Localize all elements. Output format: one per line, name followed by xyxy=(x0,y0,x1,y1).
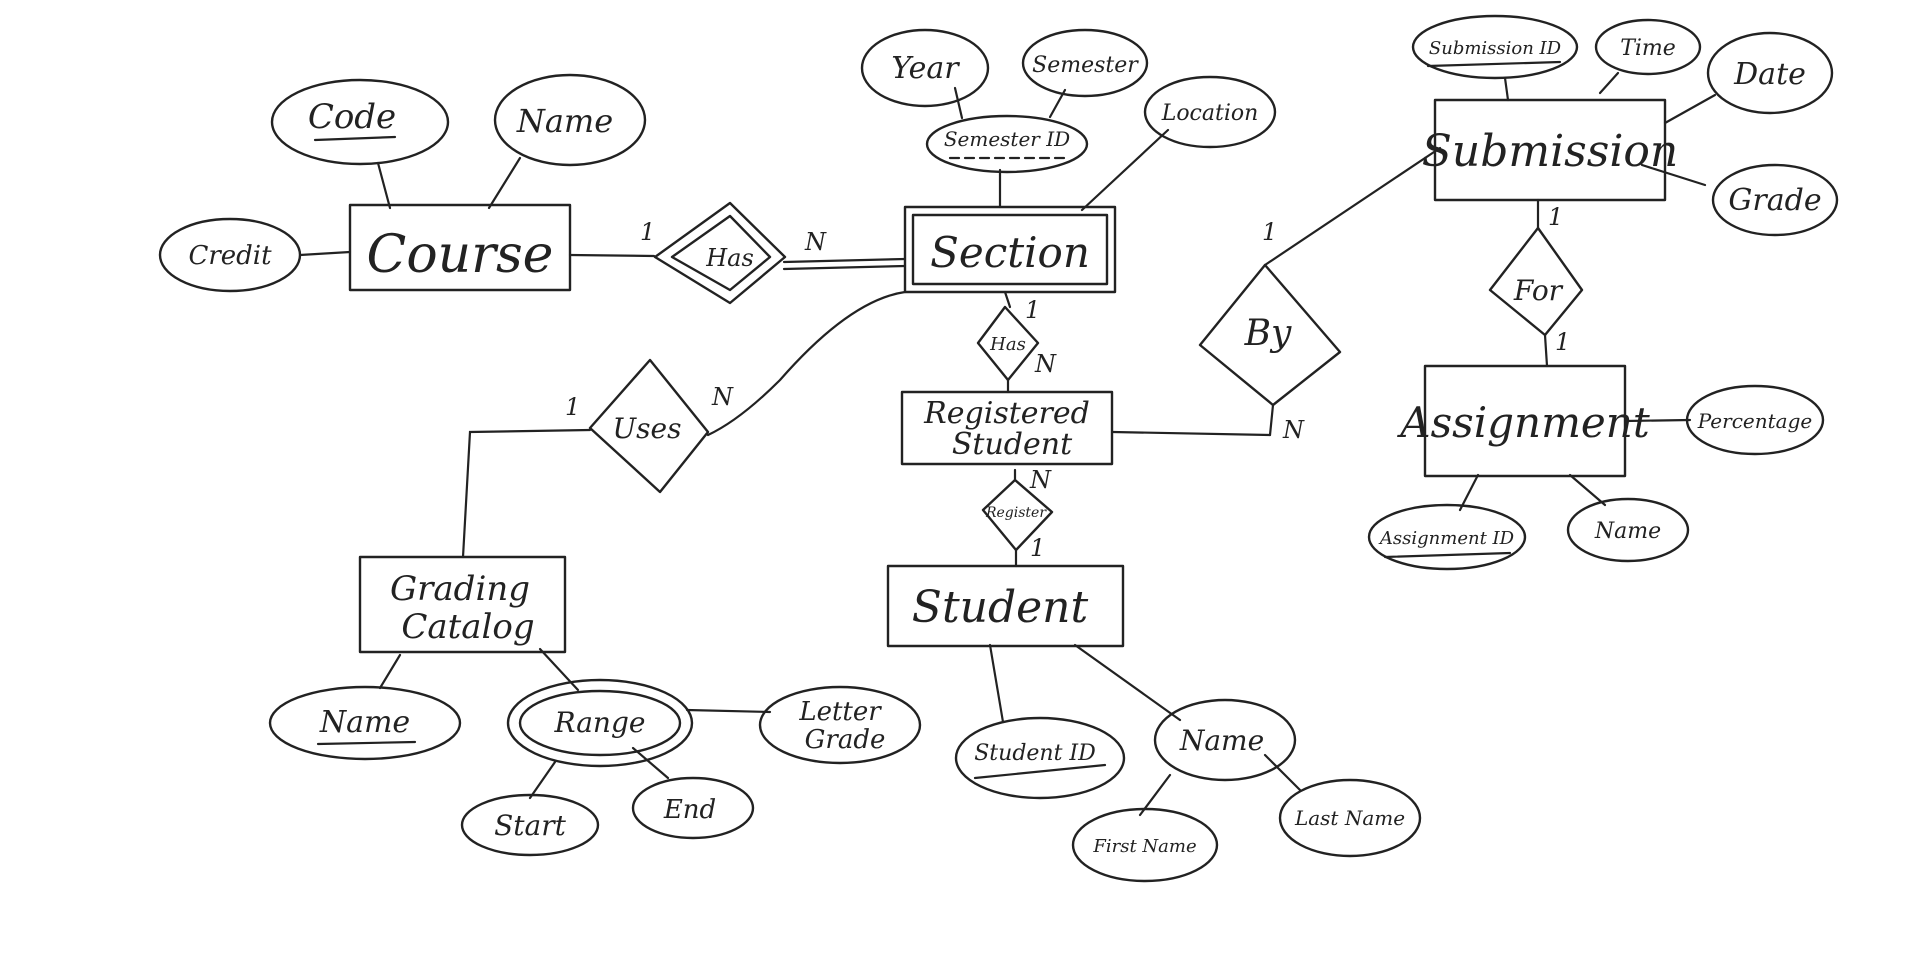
relationship-label: For xyxy=(1513,274,1564,307)
entity-registered-student: Registered Student xyxy=(900,390,1114,466)
cardinality-submission-for: 1 xyxy=(1548,203,1563,231)
attribute-label: Name xyxy=(319,705,410,740)
entity-course: Course xyxy=(348,203,572,292)
entity-label-line2: Catalog xyxy=(401,607,534,647)
entity-grading-catalog: Grading Catalog xyxy=(358,555,567,654)
cardinality-for-assignment: 1 xyxy=(1555,328,1570,356)
relationship-section-has-registered: Has xyxy=(976,305,1040,382)
attribute-student-last-name: Last Name xyxy=(1278,778,1422,858)
attribute-label: Date xyxy=(1733,57,1806,92)
attribute-label: Submission ID xyxy=(1429,38,1562,59)
cardinality-by-submission: 1 xyxy=(1262,218,1277,246)
cardinality-uses-section: N xyxy=(711,383,734,411)
attribute-label: Start xyxy=(494,809,567,842)
relationship-label: Has xyxy=(989,334,1026,355)
attribute-label: Credit xyxy=(188,241,272,271)
cardinality-uses-catalog: 1 xyxy=(565,393,580,421)
attribute-submission-date: Date xyxy=(1706,31,1834,115)
attribute-student-id-key: Student ID xyxy=(954,716,1126,800)
entity-label-line1: Registered xyxy=(923,396,1090,431)
connector-lines xyxy=(298,71,1717,817)
relationship-uses: Uses xyxy=(588,358,710,494)
attribute-label: Last Name xyxy=(1294,806,1405,830)
attribute-catalog-name-key: Name xyxy=(268,685,462,761)
attribute-label: Year xyxy=(891,51,960,86)
attribute-student-first-name: First Name xyxy=(1071,807,1219,883)
attribute-submission-grade: Grade xyxy=(1711,163,1839,237)
attribute-label: Semester xyxy=(1032,53,1139,78)
attribute-assignment-id-key: Assignment ID xyxy=(1367,503,1527,571)
entity-section-weak: Section xyxy=(903,205,1117,294)
attribute-assignment-percentage: Percentage xyxy=(1685,384,1825,456)
entity-label: Assignment xyxy=(1396,398,1650,447)
attribute-label: Semester ID xyxy=(944,127,1070,151)
entity-submission: Submission xyxy=(1422,98,1679,202)
attribute-label: Time xyxy=(1620,36,1676,61)
attribute-label: First Name xyxy=(1092,836,1196,857)
entity-assignment: Assignment xyxy=(1396,364,1650,478)
attribute-label-line2: Grade xyxy=(805,725,886,755)
cardinality-section-has2: 1 xyxy=(1025,296,1040,324)
attribute-label: Assignment ID xyxy=(1378,528,1515,549)
attribute-label: End xyxy=(663,795,716,825)
entity-label-line2: Student xyxy=(952,427,1073,462)
relationship-register: Register xyxy=(981,478,1054,552)
attribute-catalog-range-multivalued: Range xyxy=(506,678,694,768)
cardinality-register-student: 1 xyxy=(1030,534,1045,562)
relationship-label: By xyxy=(1244,313,1292,354)
cardinality-has2-registered: N xyxy=(1034,350,1057,378)
relationship-course-has-section: Has xyxy=(653,201,787,305)
entity-student: Student xyxy=(886,564,1125,648)
attribute-course-name: Name xyxy=(493,73,647,167)
attribute-course-code-key: Code xyxy=(270,78,450,166)
attribute-label: Code xyxy=(308,97,396,137)
attribute-label: Name xyxy=(1179,724,1264,757)
entity-label-line1: Grading xyxy=(390,569,530,609)
attribute-section-location: Location xyxy=(1143,75,1277,149)
attribute-label: Name xyxy=(516,102,613,140)
entity-label: Submission xyxy=(1422,126,1679,177)
relationship-label: Register xyxy=(985,505,1047,521)
cardinality-course-has: 1 xyxy=(640,218,655,246)
relationship-for: For xyxy=(1488,226,1584,337)
attribute-label: Percentage xyxy=(1697,409,1812,433)
attribute-student-name: Name xyxy=(1153,698,1297,782)
attribute-section-semester-id-partial-key: Semester ID xyxy=(925,114,1089,174)
cardinality-has-section: N xyxy=(804,228,827,256)
attribute-section-semester: Semester xyxy=(1021,28,1149,98)
attribute-range-start: Start xyxy=(460,793,600,857)
attribute-assignment-name: Name xyxy=(1566,497,1690,563)
relationship-by: By xyxy=(1198,263,1342,407)
attribute-range-end: End xyxy=(631,776,755,840)
attribute-course-credit: Credit xyxy=(158,217,302,293)
attribute-label: Range xyxy=(554,706,646,739)
attribute-section-year: Year xyxy=(860,28,990,108)
relationship-label: Uses xyxy=(613,412,682,445)
attribute-label-line1: Letter xyxy=(798,697,882,727)
attribute-submission-time: Time xyxy=(1594,18,1702,76)
entity-label: Section xyxy=(930,228,1090,277)
relationship-label: Has xyxy=(705,244,754,272)
cardinality-by-registered: N xyxy=(1282,416,1305,444)
cardinality-labels: 1 N 1 N N 1 1 N 1 N 1 1 xyxy=(565,203,1570,562)
attribute-label: Grade xyxy=(1728,183,1821,218)
attribute-label: Student ID xyxy=(974,741,1096,766)
attribute-catalog-letter-grade: Letter Grade xyxy=(758,685,922,765)
entity-label: Student xyxy=(912,582,1089,633)
attribute-label: Location xyxy=(1161,101,1259,126)
attribute-submission-id-key: Submission ID xyxy=(1411,14,1579,80)
entity-label: Course xyxy=(367,225,554,285)
attribute-label: Name xyxy=(1594,519,1661,544)
cardinality-registered-register: N xyxy=(1029,466,1052,494)
